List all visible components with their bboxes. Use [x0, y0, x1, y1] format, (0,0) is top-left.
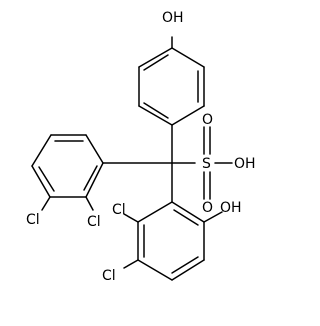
- bond: [138, 47, 173, 68]
- bond: [41, 196, 51, 211]
- bond: [171, 259, 205, 281]
- hydroxyl-label-lower-ring: OH: [220, 200, 242, 216]
- bond: [85, 134, 104, 164]
- chloro-label-lower-meta: Cl: [102, 268, 116, 284]
- bond: [123, 259, 139, 269]
- sulfur-label: S: [202, 156, 211, 172]
- hydroxyl-label-top: OH: [162, 10, 184, 26]
- bond: [31, 165, 51, 198]
- bond: [143, 54, 169, 71]
- bond: [85, 162, 104, 198]
- bond: [83, 165, 98, 191]
- sulfonyl-oxygen-lower-label: O: [202, 200, 213, 216]
- bond: [143, 102, 169, 119]
- dichlorohydroxyphenyl-ring-lower: [123, 201, 223, 281]
- structure-diagram: OH O S OH O Cl Cl Cl Cl OH: [26, 10, 256, 284]
- dichlorophenyl-ring-left: [31, 134, 104, 211]
- hydroxyphenyl-ring: [138, 36, 205, 126]
- molecule-canvas: OH O S OH O Cl Cl Cl Cl OH: [26, 10, 256, 284]
- bond: [85, 196, 94, 211]
- chloro-label-lower-ortho: Cl: [112, 202, 126, 218]
- sulfonyl-oxygen-upper-label: O: [202, 112, 213, 128]
- bond: [31, 134, 52, 167]
- sulfonic-hydroxyl-label: OH: [234, 156, 256, 172]
- bond: [171, 105, 205, 126]
- chloro-label-left-meta: Cl: [26, 212, 40, 228]
- bond: [171, 256, 199, 274]
- bond: [137, 259, 173, 281]
- bond: [137, 201, 173, 223]
- bond: [38, 166, 55, 192]
- bond: [123, 213, 139, 223]
- chloro-label-left-ortho: Cl: [87, 214, 101, 230]
- bond: [173, 209, 199, 226]
- bond: [171, 201, 205, 223]
- bond: [171, 47, 205, 68]
- bond: [138, 105, 173, 126]
- bond: [203, 211, 223, 223]
